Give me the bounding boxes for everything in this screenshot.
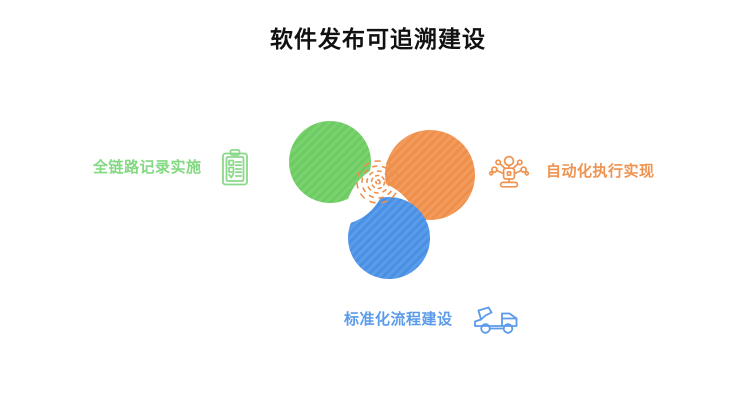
node-bottom-label: 标准化流程建设 bbox=[344, 311, 453, 328]
clipboard-checklist-icon bbox=[218, 148, 252, 188]
node-right[interactable]: 自动化执行实现 bbox=[487, 152, 655, 192]
node-bottom[interactable]: 标准化流程建设 bbox=[344, 300, 521, 340]
node-left[interactable]: 全链路记录实施 bbox=[93, 148, 268, 188]
center-spiral-icon bbox=[356, 160, 400, 204]
page-title: 软件发布可追溯建设 bbox=[270, 26, 486, 52]
node-left-label: 全链路记录实施 bbox=[93, 159, 202, 176]
robot-automation-icon bbox=[487, 152, 531, 192]
pinwheel-blade-blue bbox=[270, 95, 490, 305]
tow-truck-icon bbox=[471, 300, 521, 340]
pinwheel-graphic bbox=[270, 95, 490, 305]
node-right-label: 自动化执行实现 bbox=[546, 163, 655, 180]
